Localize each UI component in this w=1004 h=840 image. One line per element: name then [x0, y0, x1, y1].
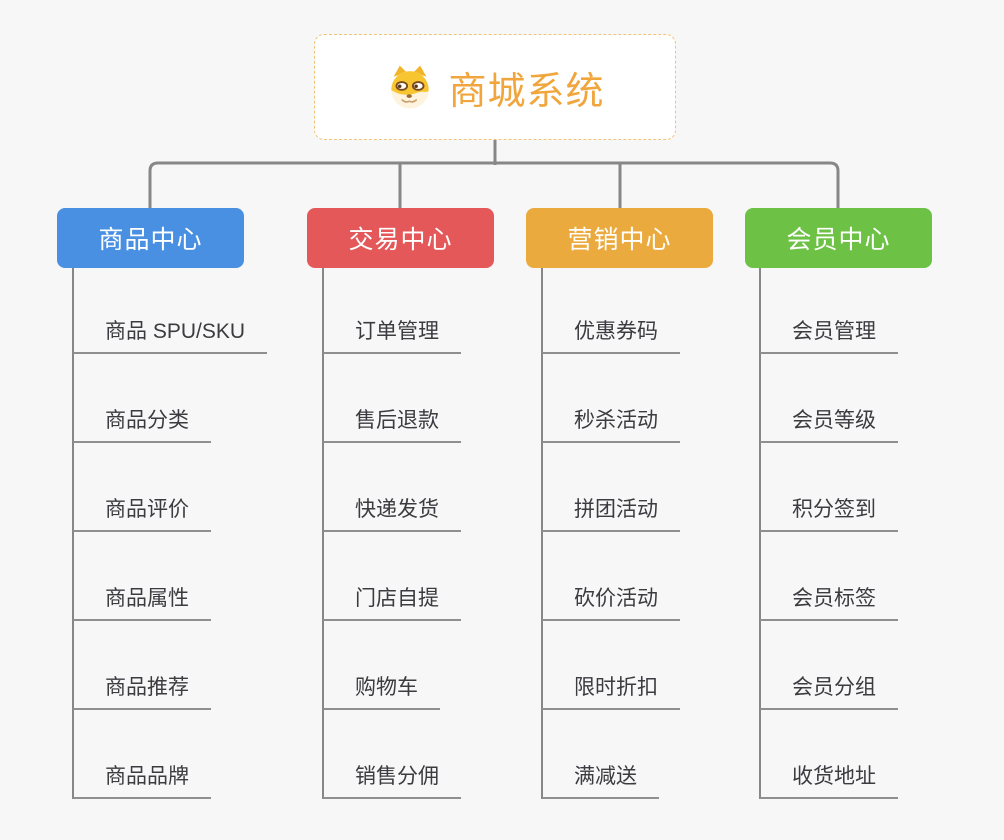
child-topic[interactable]: 商品评价	[73, 493, 211, 532]
branch-topic-marketing-center[interactable]: 营销中心	[526, 208, 713, 268]
child-topic[interactable]: 门店自提	[323, 582, 461, 621]
branch-children-member-center: 会员管理 会员等级 积分签到 会员标签 会员分组 收货地址	[760, 265, 1004, 799]
dog-face-icon	[391, 65, 430, 109]
child-topic[interactable]: 拼团活动	[542, 493, 680, 532]
child-topic[interactable]: 商品推荐	[73, 671, 211, 710]
child-topic[interactable]: 满减送	[542, 760, 659, 799]
branch-trunk-line	[322, 268, 324, 799]
child-topic[interactable]: 会员管理	[760, 315, 898, 354]
child-topic-row: 积分签到	[760, 443, 1004, 532]
child-topic-row: 购物车	[323, 621, 573, 710]
child-topic[interactable]: 商品品牌	[73, 760, 211, 799]
child-topic-row: 商品分类	[73, 354, 323, 443]
child-topic[interactable]: 优惠券码	[542, 315, 680, 354]
child-topic[interactable]: 快递发货	[323, 493, 461, 532]
child-topic[interactable]: 收货地址	[760, 760, 898, 799]
child-topic[interactable]: 销售分佣	[323, 760, 461, 799]
branch-label: 会员中心	[786, 226, 891, 254]
child-topic[interactable]: 购物车	[323, 671, 440, 710]
branch-label: 交易中心	[348, 226, 453, 254]
child-topic-row: 满减送	[542, 710, 792, 799]
child-topic-row: 销售分佣	[323, 710, 573, 799]
child-topic-row: 砍价活动	[542, 532, 792, 621]
child-topic[interactable]: 会员等级	[760, 404, 898, 443]
child-topic-row: 商品品牌	[73, 710, 323, 799]
branch-children-trade-center: 订单管理 售后退款 快递发货 门店自提 购物车 销售分佣	[323, 265, 573, 799]
branch-topic-product-center[interactable]: 商品中心	[57, 208, 244, 268]
child-topic[interactable]: 积分签到	[760, 493, 898, 532]
child-topic[interactable]: 会员分组	[760, 671, 898, 710]
child-topic-row: 收货地址	[760, 710, 1004, 799]
branch-trunk-line	[72, 268, 74, 799]
branch-trunk-line	[759, 268, 761, 799]
child-topic-row: 拼团活动	[542, 443, 792, 532]
child-topic-row: 会员管理	[760, 265, 1004, 354]
child-topic-row: 优惠券码	[542, 265, 792, 354]
child-topic-row: 售后退款	[323, 354, 573, 443]
child-topic[interactable]: 商品分类	[73, 404, 211, 443]
child-topic-row: 门店自提	[323, 532, 573, 621]
child-topic[interactable]: 售后退款	[323, 404, 461, 443]
child-topic-row: 商品推荐	[73, 621, 323, 710]
child-topic-row: 会员标签	[760, 532, 1004, 621]
child-topic-row: 秒杀活动	[542, 354, 792, 443]
child-topic-row: 商品 SPU/SKU	[73, 265, 323, 354]
child-topic-row: 商品评价	[73, 443, 323, 532]
branch-trunk-line	[541, 268, 543, 799]
branch-label: 商品中心	[98, 226, 203, 254]
root-title: 商城系统	[448, 70, 605, 113]
branch-children-product-center: 商品 SPU/SKU 商品分类 商品评价 商品属性 商品推荐 商品品牌	[73, 265, 323, 799]
child-topic[interactable]: 商品 SPU/SKU	[73, 315, 268, 354]
branch-label: 营销中心	[567, 226, 672, 254]
child-topic-row: 商品属性	[73, 532, 323, 621]
root-topic[interactable]: 商城系统	[314, 34, 676, 140]
child-topic-row: 限时折扣	[542, 621, 792, 710]
child-topic-row: 会员等级	[760, 354, 1004, 443]
branch-topic-trade-center[interactable]: 交易中心	[307, 208, 494, 268]
branch-bus-line	[148, 161, 840, 209]
branch-children-marketing-center: 优惠券码 秒杀活动 拼团活动 砍价活动 限时折扣 满减送	[542, 265, 792, 799]
child-topic[interactable]: 会员标签	[760, 582, 898, 621]
branch-topic-member-center[interactable]: 会员中心	[745, 208, 932, 268]
child-topic[interactable]: 商品属性	[73, 582, 211, 621]
child-topic-row: 会员分组	[760, 621, 1004, 710]
child-topic[interactable]: 砍价活动	[542, 582, 680, 621]
child-topic-row: 快递发货	[323, 443, 573, 532]
child-topic[interactable]: 订单管理	[323, 315, 461, 354]
child-topic[interactable]: 秒杀活动	[542, 404, 680, 443]
child-topic-row: 订单管理	[323, 265, 573, 354]
child-topic[interactable]: 限时折扣	[542, 671, 680, 710]
